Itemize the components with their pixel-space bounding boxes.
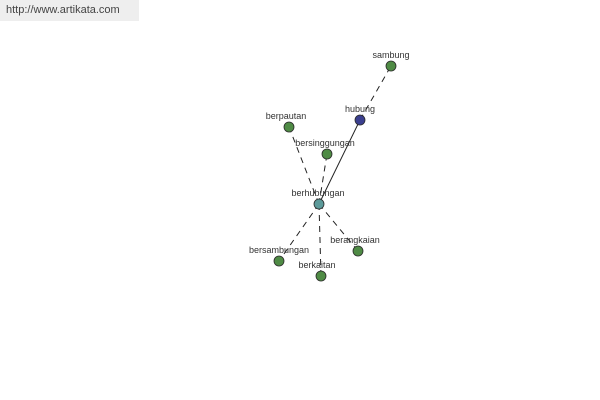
node-hubung[interactable]: hubung	[345, 104, 375, 126]
node-dot-berkaitan[interactable]	[315, 270, 327, 282]
node-berkaitan[interactable]: berkaitan	[298, 260, 336, 282]
node-label-hubung: hubung	[345, 104, 375, 114]
node-berpautan[interactable]: berpautan	[266, 111, 307, 133]
edge-berhubungan-berpautan	[288, 126, 320, 205]
node-dot-berhubungan[interactable]	[313, 198, 325, 210]
edge-berhubungan-bersambungan	[278, 203, 320, 262]
node-bersambungan[interactable]: bersambungan	[249, 245, 309, 267]
node-berangkaian[interactable]: berangkaian	[330, 235, 380, 257]
edge-berhubungan-bersinggungan	[318, 153, 328, 205]
node-bersinggungan[interactable]: bersinggungan	[295, 138, 355, 160]
node-dot-bersambungan[interactable]	[273, 255, 285, 267]
edge-berhubungan-hubung	[318, 119, 361, 205]
url-banner[interactable]: http://www.artikata.com	[0, 0, 139, 21]
node-label-berhubungan: berhubungan	[291, 188, 344, 198]
node-berhubungan[interactable]: berhubungan	[291, 188, 345, 210]
node-dot-berpautan[interactable]	[283, 121, 295, 133]
edges-layer	[278, 65, 392, 277]
node-dot-bersinggungan[interactable]	[321, 148, 333, 160]
node-dot-hubung[interactable]	[354, 114, 366, 126]
node-dot-sambung[interactable]	[385, 60, 397, 72]
node-sambung[interactable]: sambung	[372, 50, 410, 72]
edge-berhubungan-berkaitan	[318, 203, 322, 277]
node-label-berpautan: berpautan	[266, 111, 307, 121]
node-dot-berangkaian[interactable]	[352, 245, 364, 257]
node-label-sambung: sambung	[372, 50, 409, 60]
nodes-layer: sambung hubung berpautan bersinggungan berhu…	[249, 50, 410, 282]
node-label-bersinggungan: bersinggungan	[295, 138, 355, 148]
node-label-berkaitan: berkaitan	[298, 260, 335, 270]
node-label-berangkaian: berangkaian	[330, 235, 380, 245]
node-label-bersambungan: bersambungan	[249, 245, 309, 255]
